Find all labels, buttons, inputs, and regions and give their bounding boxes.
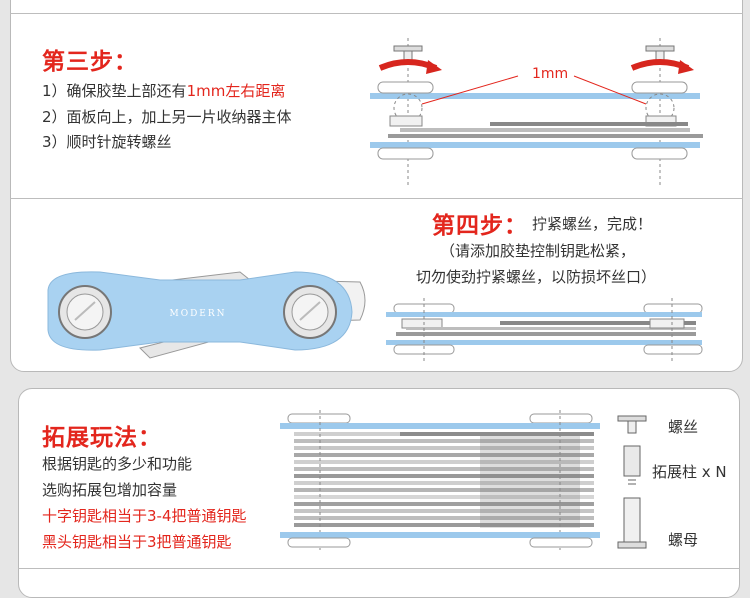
step4-subtitle: 拧紧螺丝，完成！: [532, 215, 653, 233]
step3-line-3-text: 顺时针旋转螺丝: [66, 133, 172, 151]
step4-note-1: （请添加胶垫控制钥匙松紧，: [440, 242, 636, 260]
part-label-nut: 螺母: [668, 531, 699, 549]
step3-line-1: 1）确保胶垫上部还有1mm左右距离: [42, 80, 285, 101]
top-washer-right: [631, 81, 688, 94]
extension-post-icon: [623, 445, 641, 485]
gap-marker: [645, 93, 675, 123]
step4-title: 第四步：: [432, 213, 528, 239]
step3-line-1-text: 确保胶垫上部还有: [66, 82, 187, 100]
expand-line-2: 选购拓展包增加容量: [42, 481, 178, 499]
screw-left: [393, 45, 423, 62]
top-plate: [370, 93, 700, 99]
step3-line-1-highlight: 1mm左右距离: [186, 82, 286, 100]
top-plate: [386, 312, 702, 317]
key-stack: [388, 115, 703, 138]
gap-marker: [393, 93, 423, 123]
divider: [10, 13, 743, 14]
gap-label: 1mm: [532, 66, 568, 82]
step3-line-2-num: 2）: [42, 108, 67, 126]
step3-title: 第三步：: [42, 49, 138, 75]
expand-note-2: 黑头钥匙相当于3把普通钥匙: [42, 533, 232, 551]
extended-key-stack: [294, 432, 594, 528]
gap-pointer: [421, 75, 519, 105]
screw-right: [645, 45, 675, 62]
top-washer-left: [377, 81, 434, 94]
part-label-extension-post: 拓展柱 x N: [652, 463, 727, 481]
bottom-washer-right: [631, 147, 688, 160]
step4-note-2: 切勿使劲拧紧螺丝，以防损坏丝口）: [416, 268, 657, 286]
screw-icon: [283, 285, 337, 339]
divider: [10, 198, 743, 199]
key-stack: [396, 318, 696, 336]
gap-pointer: [573, 75, 647, 105]
expand-line-1: 根据钥匙的多少和功能: [42, 455, 193, 473]
nut-icon: [617, 497, 647, 549]
organizer-body: [47, 271, 353, 351]
top-plate: [280, 423, 600, 429]
step3-line-1-num: 1）: [42, 82, 67, 100]
step3-line-2-text: 面板向上，加上另一片收纳器主体: [66, 108, 292, 126]
expand-title: 拓展玩法：: [42, 425, 162, 451]
bottom-washer-right: [643, 344, 703, 355]
top-washer-right: [643, 303, 703, 314]
bottom-plate: [370, 142, 700, 148]
bottom-plate: [280, 532, 600, 538]
parts-icons: [617, 415, 647, 549]
step3-assembly-diagram: 1mm: [370, 38, 703, 186]
divider: [18, 568, 740, 569]
bottom-plate: [386, 340, 702, 345]
step3-line-3: 3）顺时针旋转螺丝: [42, 131, 172, 152]
rotate-arrow-icon: [630, 59, 694, 74]
bottom-washer-left: [377, 147, 434, 160]
expand-note-1: 十字钥匙相当于3-4把普通钥匙: [42, 507, 247, 525]
brand-logo: MODERN: [169, 309, 226, 319]
key-organizer-product: MODERN: [47, 271, 366, 359]
part-label-screw: 螺丝: [668, 418, 699, 436]
top-washer-right: [529, 413, 593, 424]
step3-line-3-num: 3）: [42, 133, 67, 151]
rotate-arrow-icon: [378, 59, 442, 74]
bottom-washer-left: [287, 537, 351, 548]
screw-icon: [58, 285, 112, 339]
top-washer-left: [287, 413, 351, 424]
bottom-washer-right: [529, 537, 593, 548]
step4-assembly-diagram: [386, 298, 703, 364]
step3-line-2: 2）面板向上，加上另一片收纳器主体: [42, 106, 292, 127]
screw-icon: [617, 415, 647, 434]
expansion-diagram: [280, 410, 600, 550]
